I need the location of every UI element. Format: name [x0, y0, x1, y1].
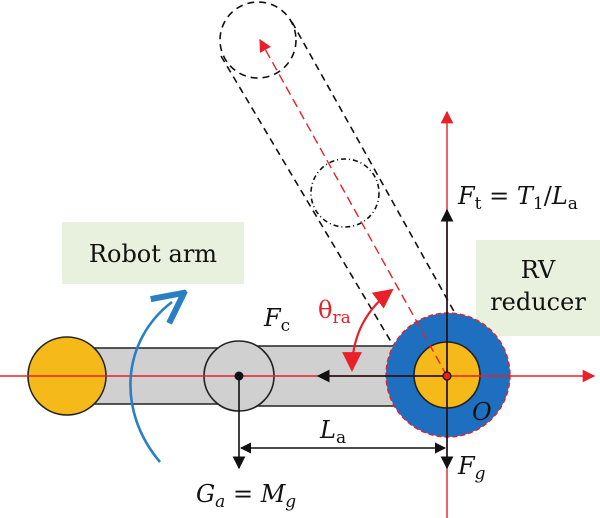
rv-reducer-label: RV [521, 256, 556, 284]
rotated-arm-centerline [259, 38, 448, 377]
angle-arc [342, 288, 394, 372]
robot-arm-label-box [62, 222, 244, 284]
fc-label: Fc [263, 304, 290, 336]
center-of-gravity-point [234, 371, 244, 381]
rotated-arm-outline [219, 1, 471, 383]
rv-reducer-label-box [476, 240, 600, 336]
rotation-arrow [129, 302, 172, 463]
ga-label: Ga = Mg [196, 480, 296, 512]
la-label: La [319, 416, 346, 448]
fg-label: Fg [457, 452, 486, 484]
ft-label: Ft = T1/La [457, 182, 578, 214]
origin-point [442, 371, 452, 381]
origin-label: O [472, 398, 492, 426]
robot-arm-label: Robot arm [89, 240, 217, 268]
rv-reducer-label-2: reducer [490, 288, 586, 316]
theta-ra-label: θra [318, 296, 351, 328]
